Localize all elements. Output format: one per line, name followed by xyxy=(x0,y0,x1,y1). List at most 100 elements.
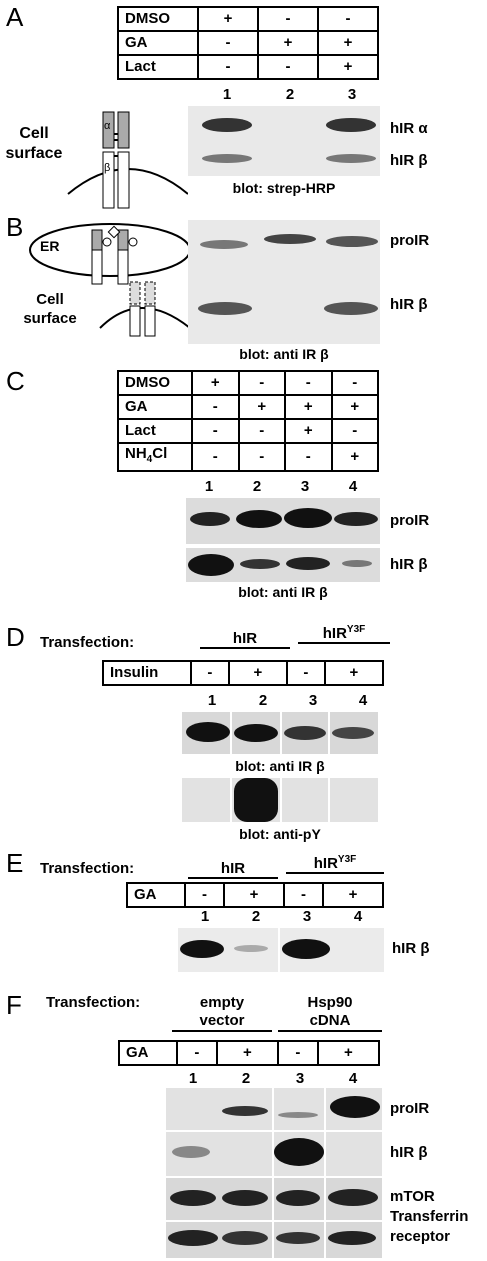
row-label: Insulin xyxy=(102,660,192,686)
band-label-mtor: mTOR xyxy=(390,1188,435,1205)
cell: - xyxy=(284,442,333,472)
band-label-proir: proIR xyxy=(390,232,430,249)
group-hir-y3f: hIRY3F xyxy=(286,854,384,874)
beta-symbol: β xyxy=(104,162,111,174)
blot-f-transferrin xyxy=(166,1222,382,1258)
blot-label: blot: anti IR β xyxy=(239,346,329,362)
blot-d-ir-beta xyxy=(182,712,378,754)
cell: + xyxy=(323,660,385,686)
transfection-label: Transfection: xyxy=(46,994,141,1011)
lane-number: 3 xyxy=(295,1070,305,1087)
group-hir: hIR xyxy=(200,630,290,649)
cell: + xyxy=(257,30,319,56)
row-label: GA xyxy=(118,1040,178,1066)
transfection-label: Transfection: xyxy=(40,860,135,877)
band-label-hir-beta: hIR β xyxy=(390,556,428,573)
cell: + xyxy=(316,1040,381,1066)
band-label-transferrin: Transferrin xyxy=(390,1208,469,1225)
row-label: GA xyxy=(126,882,186,908)
row-label: NH4Cl xyxy=(117,442,193,472)
panel-a-label: A xyxy=(6,2,24,32)
group-hir-y3f: hIRY3F xyxy=(298,624,390,644)
band-label-hir-alpha: hIR α xyxy=(390,120,428,137)
lane-number: 2 xyxy=(241,1070,251,1087)
group-hir-y3f-sup: Y3F xyxy=(346,624,366,635)
lane-number: 4 xyxy=(348,1070,358,1087)
cell: - xyxy=(197,30,259,56)
lane-number: 2 xyxy=(251,908,261,925)
cell: - xyxy=(197,54,259,80)
band-label-hir-beta: hIR β xyxy=(390,1144,428,1161)
panel-f-condition-table: GA-+-+ xyxy=(118,1040,381,1066)
cell: + xyxy=(227,660,288,686)
cell-surface-diagram xyxy=(67,111,188,209)
panel-e-label: E xyxy=(6,848,24,878)
band-label-proir: proIR xyxy=(390,1100,430,1117)
band-label-proir: proIR xyxy=(390,512,430,529)
cell: + xyxy=(330,442,379,472)
group-line: vector xyxy=(199,1012,245,1029)
cell: + xyxy=(197,6,259,32)
cell: - xyxy=(282,882,324,908)
blot-d-py xyxy=(182,778,378,822)
cell: + xyxy=(321,882,385,908)
cell: - xyxy=(191,442,240,472)
blot-c-hir-beta xyxy=(186,548,380,582)
blot-label: blot: anti IR β xyxy=(238,584,328,600)
cell: - xyxy=(237,418,286,444)
er-diagram xyxy=(29,223,190,337)
panel-a-condition-table: DMSO+-- GA-++ Lact--+ xyxy=(117,6,379,80)
cell: - xyxy=(276,1040,319,1066)
lane-number: 1 xyxy=(204,478,214,495)
band-label-hir-beta: hIR β xyxy=(390,152,428,169)
cell: - xyxy=(257,54,319,80)
cell: - xyxy=(237,442,286,472)
lane-number: 1 xyxy=(222,86,232,103)
panel-c-label: C xyxy=(6,366,25,396)
group-hir-y3f-sup: Y3F xyxy=(337,854,357,865)
blot-label: blot: anti IR β xyxy=(235,758,325,774)
row-label: Lact xyxy=(117,54,199,80)
blot-e xyxy=(178,928,384,972)
lane-number: 3 xyxy=(300,478,310,495)
band-label-receptor: receptor xyxy=(390,1228,451,1245)
blot-b xyxy=(188,220,380,344)
panel-d-label: D xyxy=(6,622,25,652)
lane-number: 2 xyxy=(285,86,295,103)
blot-label: blot: anti-pY xyxy=(239,826,321,842)
cell: - xyxy=(184,882,225,908)
lane-number: 4 xyxy=(348,478,358,495)
lane-number: 4 xyxy=(358,692,368,709)
cell: + xyxy=(284,394,333,420)
row-label: Lact xyxy=(117,418,193,444)
group-hir-y3f-main: hIR xyxy=(313,855,338,872)
cell: - xyxy=(317,6,379,32)
cell: - xyxy=(191,394,240,420)
cell: - xyxy=(284,370,333,396)
band-label-hir-beta: hIR β xyxy=(392,940,430,957)
lane-number: 1 xyxy=(188,1070,198,1087)
cell: - xyxy=(191,418,240,444)
panel-b-label: B xyxy=(6,212,24,242)
nh4cl-end: Cl xyxy=(152,445,168,462)
row-label: GA xyxy=(117,30,199,56)
group-hir: hIR xyxy=(188,860,278,879)
cell: - xyxy=(190,660,230,686)
panel-d-condition-table: Insulin-+-+ xyxy=(102,660,385,686)
cell: - xyxy=(237,370,286,396)
cell: + xyxy=(284,418,333,444)
cell: - xyxy=(285,660,326,686)
cell: + xyxy=(317,54,379,80)
er-label: ER xyxy=(40,238,60,254)
blot-a xyxy=(188,106,380,176)
nh4cl-main: NH xyxy=(125,445,147,462)
band-label-hir-beta: hIR β xyxy=(390,296,428,313)
alpha-symbol: α xyxy=(104,120,111,132)
cell: + xyxy=(191,370,240,396)
lane-number: 3 xyxy=(302,908,312,925)
lane-number: 1 xyxy=(200,908,210,925)
cell: + xyxy=(215,1040,279,1066)
group-hir-y3f-main: hIR xyxy=(322,625,347,642)
cell: - xyxy=(176,1040,218,1066)
